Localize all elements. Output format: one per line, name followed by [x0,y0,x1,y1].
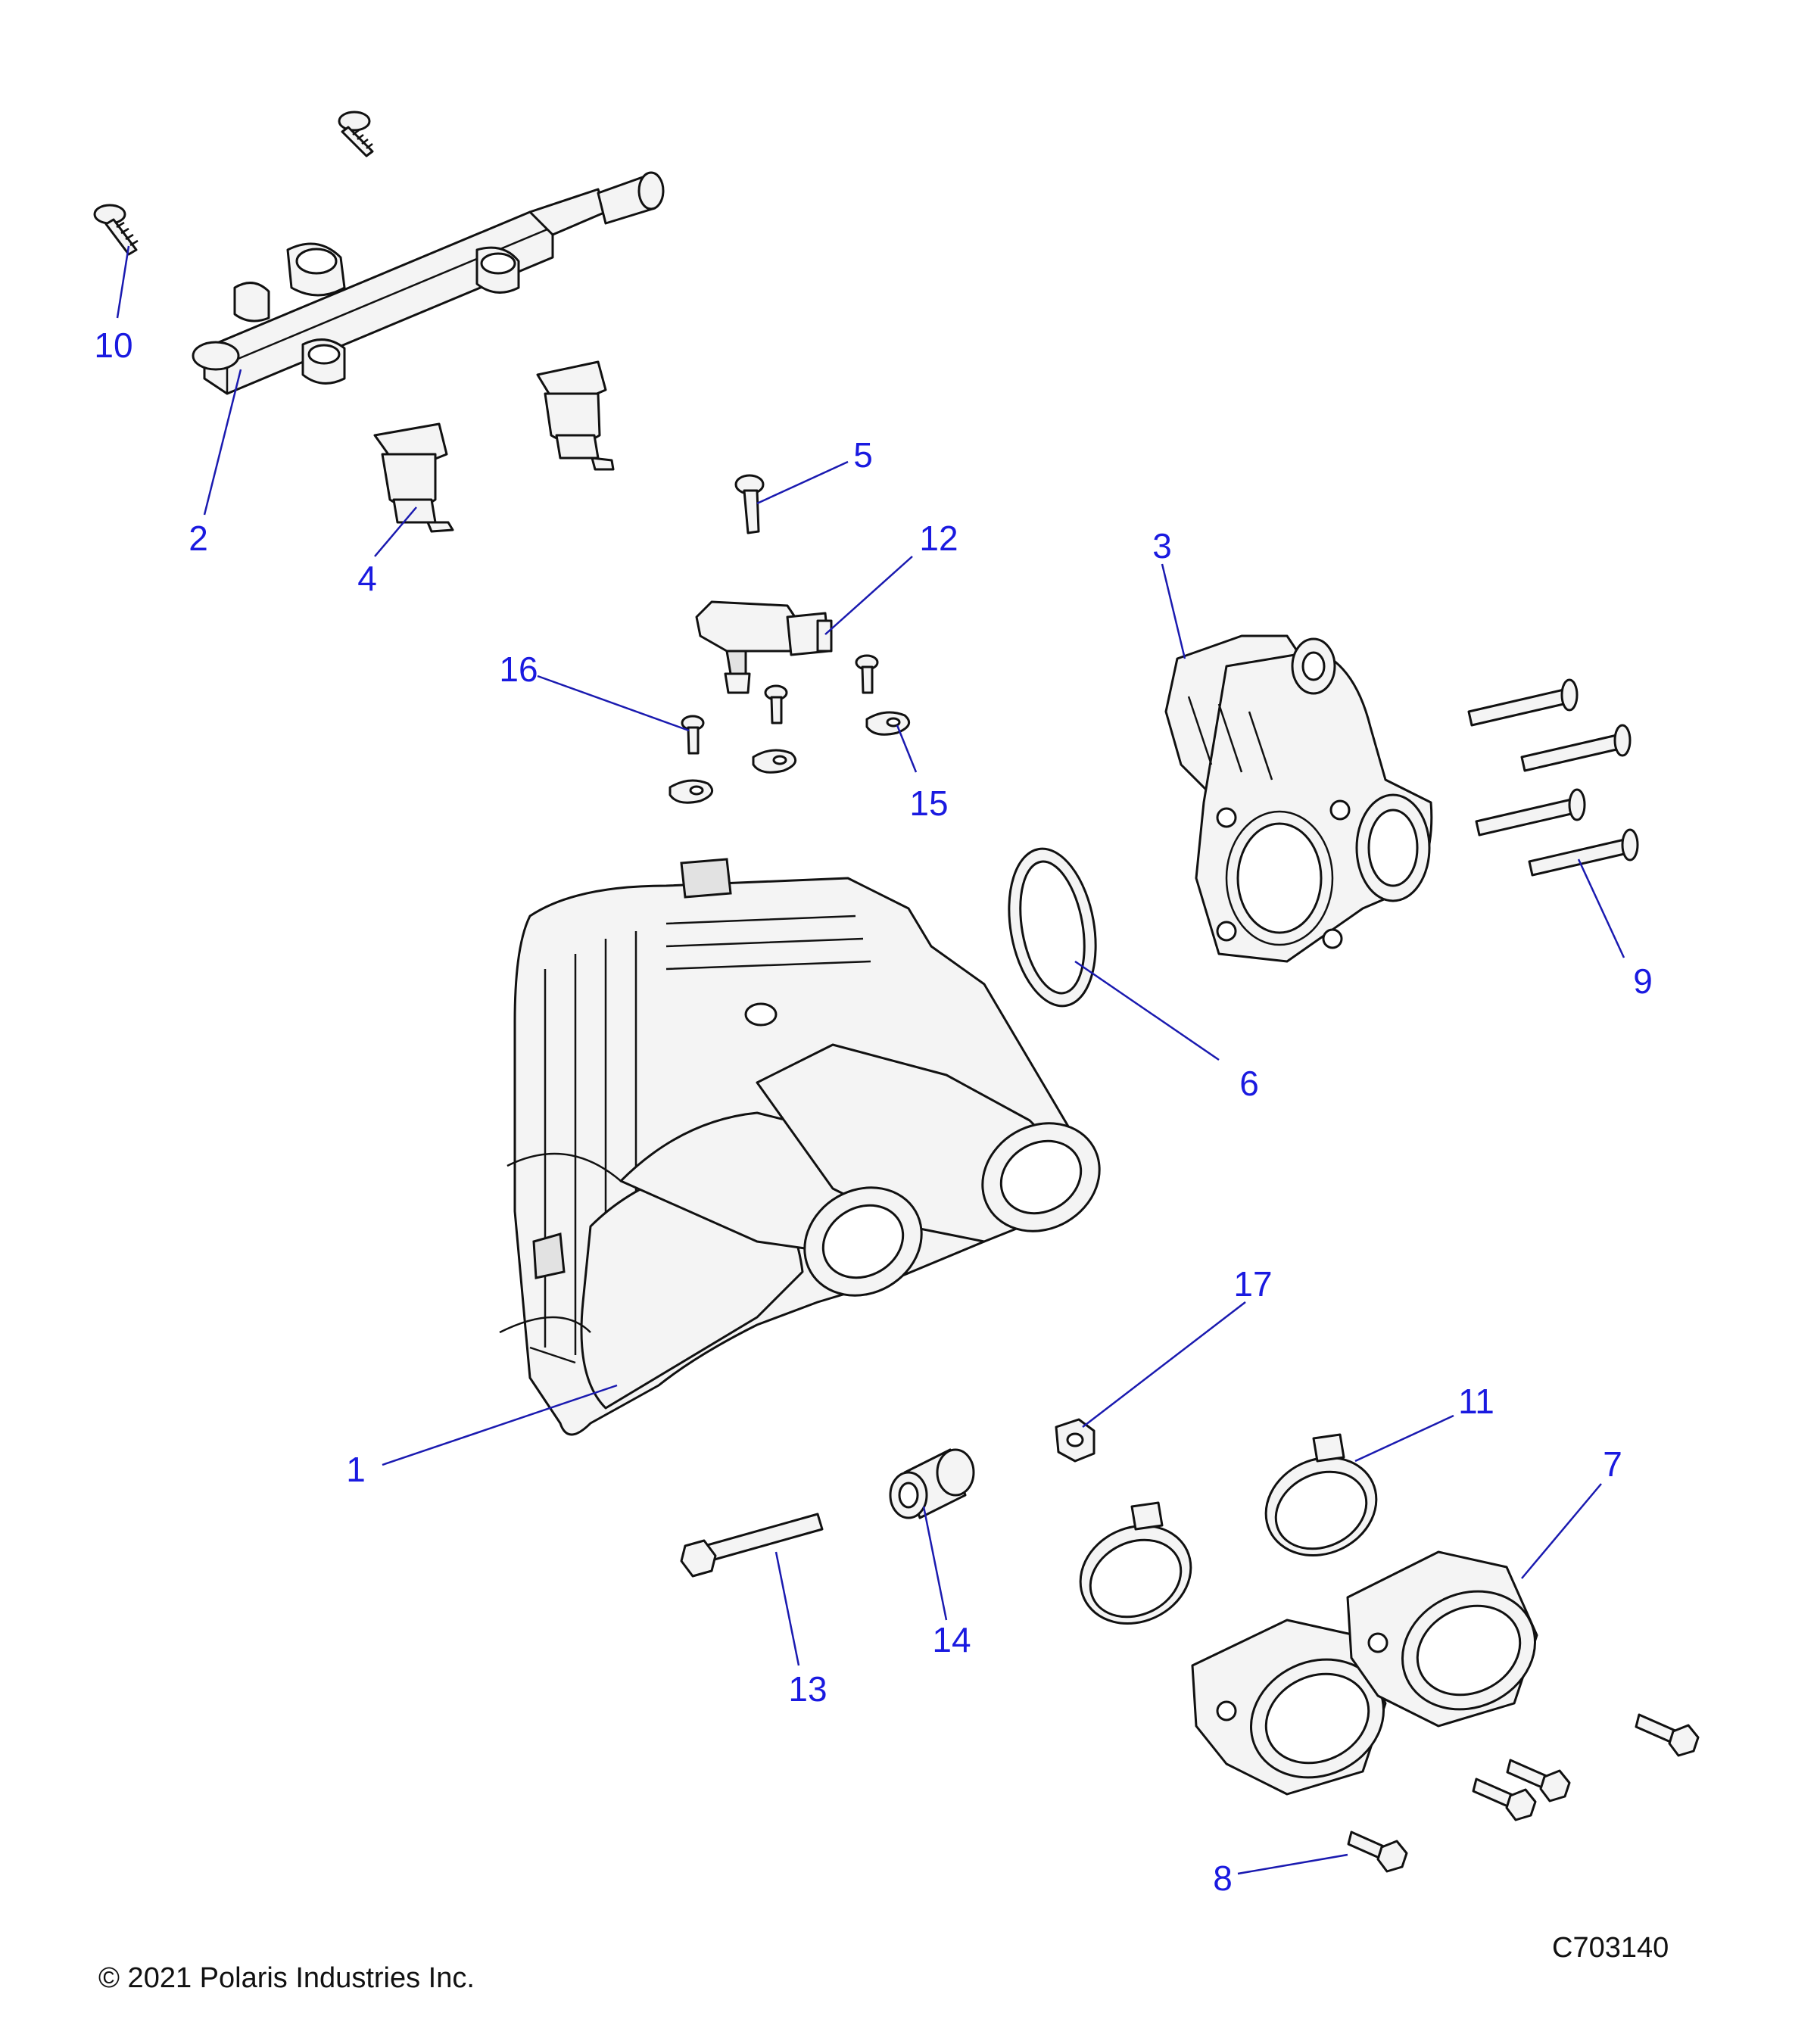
fuel-rail-part-2 [192,171,665,395]
gasket-part-6 [1008,847,1097,1008]
callout-4: 4 [357,559,377,598]
leader-6 [1074,960,1220,1061]
leader-10 [116,245,130,319]
leader-4 [374,506,417,557]
callout-11: 11 [1458,1382,1494,1421]
callout-15: 15 [909,784,948,823]
callout-7: 7 [1603,1444,1622,1484]
leader-17 [1082,1301,1246,1428]
hose-clamp-part-11b [1079,1501,1192,1625]
bolt-part-9b [1520,724,1632,772]
callout-3: 3 [1152,526,1172,566]
bolt-part-8d [1635,1713,1700,1757]
nut-part-17 [1055,1418,1095,1463]
bolt-part-13 [680,1513,824,1578]
bolt-part-8c [1506,1759,1571,1803]
leader-7 [1521,1483,1602,1579]
clip-part-15b [752,749,797,774]
screw-part-16b [764,684,788,724]
bolt-part-8a [1347,1831,1408,1873]
callout-13: 13 [788,1669,827,1709]
screw-part-16c [855,654,879,694]
callout-14: 14 [932,1620,971,1659]
callout-labels: 1 2 3 4 5 6 7 8 9 10 11 12 13 14 15 16 1… [94,326,1652,1898]
fuel-injector-part-4a [373,422,454,533]
callout-9: 9 [1633,961,1653,1001]
bolt-part-9a [1467,678,1579,727]
leader-2 [203,369,242,516]
bolt-part-8b [1472,1778,1537,1821]
drawing-id: C703140 [1552,1932,1669,1964]
leader-16 [537,675,690,732]
screw-part-5 [734,474,765,534]
callout-10: 10 [94,326,132,365]
clip-part-15a [669,779,714,804]
leader-11 [1354,1414,1454,1463]
leader-9 [1577,858,1625,958]
callout-1: 1 [346,1450,366,1489]
leader-1 [382,1384,618,1466]
screw-part-10b [93,204,139,256]
callout-12: 12 [919,519,958,558]
leader-3 [1161,563,1186,659]
callout-5: 5 [853,435,873,475]
fuel-injector-part-4b [536,360,615,471]
bolt-part-9d [1528,828,1639,877]
spacer-part-14 [889,1448,975,1519]
bolt-part-9c [1475,788,1586,837]
intake-boot-part-7b [1346,1550,1538,1728]
screw-part-16a [681,715,705,755]
screw-part-10a [338,111,374,157]
leader-14 [922,1506,948,1621]
leader-8 [1237,1853,1348,1875]
copyright-notice: © 2021 Polaris Industries Inc. [98,1962,475,1994]
intake-plenum-part-1 [499,858,1101,1436]
leader-15 [896,724,918,773]
callout-8: 8 [1213,1859,1233,1898]
leader-5 [756,460,849,505]
callout-2: 2 [189,519,208,558]
intake-boot-part-7a [1191,1619,1387,1796]
leader-13 [774,1551,800,1666]
throttle-body-part-3 [1164,634,1433,963]
leader-12 [824,556,913,635]
hose-clamp-part-11a [1264,1433,1378,1557]
callout-6: 6 [1239,1064,1259,1103]
callout-16: 16 [499,650,538,689]
map-sensor-part-12 [695,600,833,694]
callout-17: 17 [1233,1264,1272,1304]
clip-part-15c [865,711,911,736]
leader-lines [116,245,1625,1875]
